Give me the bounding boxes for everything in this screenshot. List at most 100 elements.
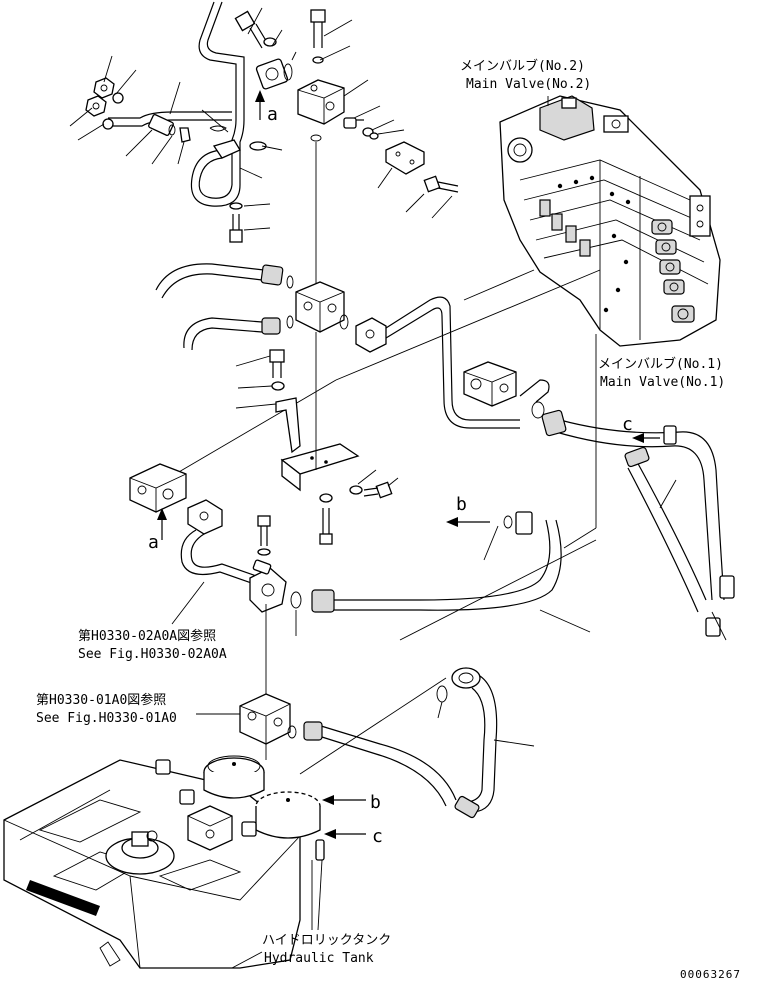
o-ring-lower-block <box>287 725 297 739</box>
leader-fig-02a0a <box>171 581 205 625</box>
leader-m3 <box>235 403 277 409</box>
label-fig-01a0-jp: 第H0330-01A0図参照 <box>36 692 166 708</box>
washer-middle <box>271 381 285 391</box>
arrow-a-top-head <box>255 90 265 102</box>
hose-lower-left-edge <box>191 327 263 351</box>
label-main-valve-1-jp: メインバルブ(No.1) <box>598 356 723 372</box>
mount-bracket <box>275 397 360 492</box>
arrow-c-right-letter: c <box>622 414 633 435</box>
leader-r1 <box>659 479 677 509</box>
drawing-number: 00063267 <box>680 968 741 981</box>
solenoid-stack-right <box>651 219 695 323</box>
leader-14 <box>243 203 271 207</box>
leader-m1 <box>235 355 271 367</box>
tank-top-edge <box>129 835 301 901</box>
clamp-small <box>209 125 227 132</box>
main-valve-top-cap <box>561 97 577 109</box>
main-valve-assembly <box>499 95 721 549</box>
leader-15 <box>243 227 271 231</box>
arrow-a-left-head <box>157 508 167 520</box>
connection-line-valve <box>335 269 601 381</box>
o-ring-hose-b <box>503 515 513 529</box>
hose-right-long <box>559 419 725 601</box>
bolt-right-horizontal <box>423 175 459 193</box>
tank-nameplate <box>26 880 100 916</box>
hose-right-long-edge <box>555 431 713 601</box>
leader-10 <box>177 141 185 165</box>
bolt-bracket-low <box>319 508 333 545</box>
nut-left-lower <box>85 95 107 117</box>
valve-block-top <box>297 79 345 125</box>
suction-hose-edge <box>467 687 486 803</box>
leader-c9 <box>431 195 453 219</box>
junction-block-center <box>295 281 345 333</box>
leader-c3 <box>343 79 369 97</box>
tank-fittings <box>155 759 325 861</box>
arrow-b-bottom-letter: b <box>370 792 381 813</box>
flange-left-block <box>187 499 223 535</box>
hose-right-lower-edge <box>627 467 699 613</box>
o-ring-hose-upper <box>286 275 294 289</box>
leader-12 <box>201 109 229 133</box>
tank-panel-3 <box>158 859 242 891</box>
o-ring-top-center <box>310 134 322 142</box>
hose-upper-left <box>155 263 265 291</box>
right-hose-group: c <box>541 409 735 641</box>
leader-7 <box>77 123 105 141</box>
leader-tank-2 <box>317 859 323 931</box>
elbow-fitting-c <box>663 425 677 445</box>
washer-top-center <box>312 56 324 64</box>
leader-main-valve-1-bend <box>563 527 597 549</box>
suction-flange <box>451 667 481 689</box>
leader-m4 <box>357 469 377 485</box>
label-fig-02a0a-en: See Fig.H0330-02A0A <box>78 647 227 662</box>
washer-left-2 <box>102 118 114 130</box>
pilot-pipe-upper-edge <box>206 1 245 185</box>
label-main-valve-2-jp: メインバルブ(No.2) <box>460 58 585 74</box>
leader-r2 <box>711 611 727 641</box>
o-ring-junction <box>339 314 349 330</box>
hose-upper-left-edge <box>161 273 263 299</box>
tank-filter-2 <box>255 791 321 839</box>
label-hydraulic-tank-en: Hydraulic Tank <box>264 951 374 966</box>
middle-hose-group <box>155 263 601 545</box>
o-ring-suction <box>436 685 448 703</box>
connection-line-left <box>171 379 337 477</box>
leader-1 <box>247 7 263 35</box>
leader-c7 <box>377 167 393 189</box>
arrow-a-top-letter: a <box>267 104 278 125</box>
bolt-middle <box>269 349 285 378</box>
main-valve-port-left <box>507 137 533 163</box>
washer-mid <box>249 141 267 151</box>
leader-s2 <box>493 739 535 747</box>
label-fig-01a0-en: See Fig.H0330-01A0 <box>36 711 177 726</box>
valve-block-lower <box>239 693 291 745</box>
washer-right-2 <box>369 132 379 140</box>
leader-13 <box>261 145 283 151</box>
arrow-b-bottom-head <box>322 795 334 805</box>
hose-right-fitting-top <box>541 409 567 437</box>
hose-upper-left-fitting <box>260 264 284 286</box>
leader-c1 <box>323 19 353 37</box>
valve-bolts-front <box>557 175 631 313</box>
left-branch-pipe <box>108 111 232 119</box>
label-fig-02a0a-jp: 第H0330-02A0A図参照 <box>78 628 216 644</box>
nut-left-upper <box>93 77 115 99</box>
washer-bottom <box>229 202 243 210</box>
leader-m5 <box>387 477 399 487</box>
o-ring-hose-lower <box>286 315 294 329</box>
leader-9 <box>151 135 173 165</box>
leader-4 <box>103 55 113 83</box>
flange-top-port <box>265 67 279 81</box>
top-left-fitting-group: a <box>69 1 297 243</box>
hose-right-clamp <box>624 446 650 468</box>
leader-tank-3 <box>231 951 263 969</box>
left-pipe-group: a <box>129 463 302 696</box>
hose-b-long <box>330 519 551 601</box>
bolt-left-vertical <box>229 214 243 243</box>
leader-8 <box>125 129 153 157</box>
main-valve-top-housing <box>539 95 595 141</box>
bolt-top-center <box>310 9 326 48</box>
bolt-left-bottom <box>257 515 271 546</box>
